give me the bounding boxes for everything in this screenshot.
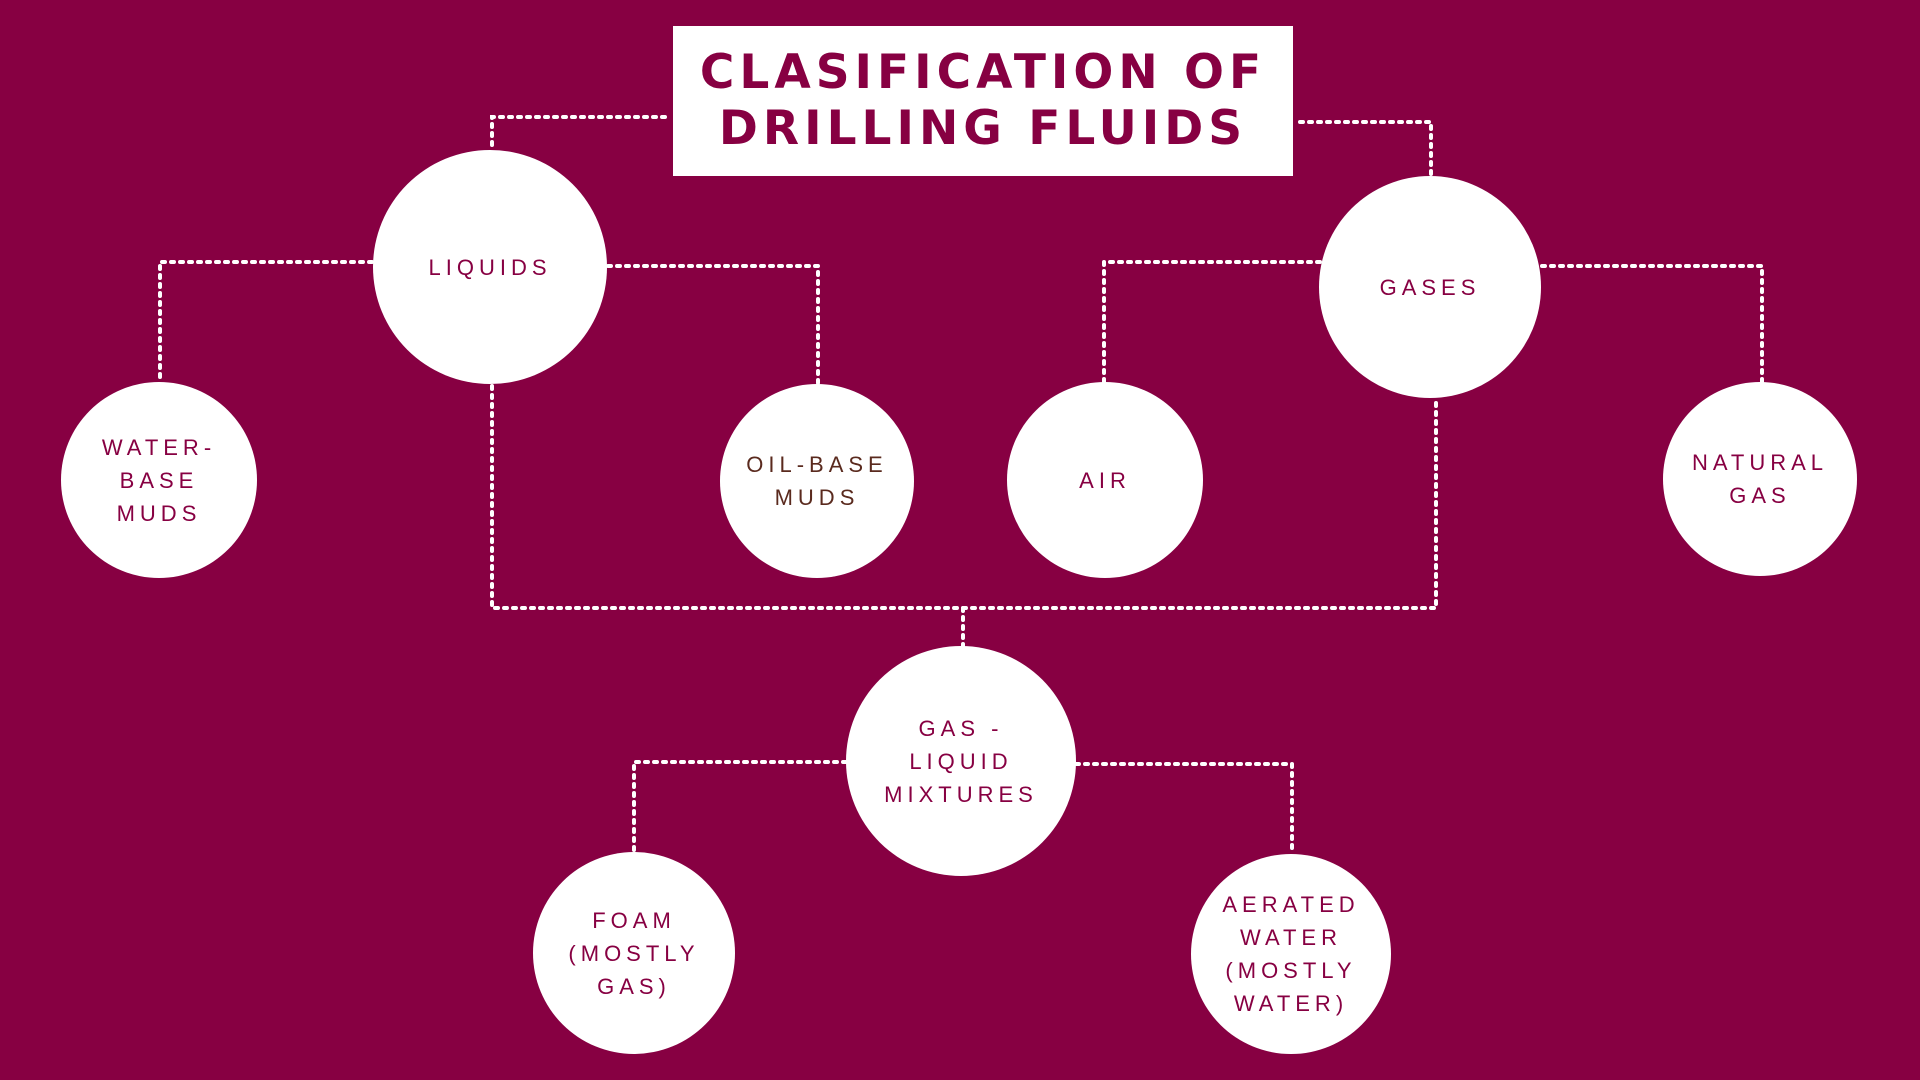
title-line-2: DRILLING FLUIDS bbox=[718, 101, 1248, 156]
connector-mixtures-aerated bbox=[1074, 762, 1294, 856]
node-water-base-muds-label: WATER- BASE MUDS bbox=[101, 434, 217, 526]
node-liquids: LIQUIDS bbox=[373, 150, 607, 384]
connector-mixtures-foam bbox=[632, 760, 848, 854]
node-air-label: AIR bbox=[1079, 467, 1131, 493]
connector-gases-natural-gas bbox=[1540, 264, 1764, 384]
node-natural-gas-label: NATURAL GAS bbox=[1691, 450, 1829, 508]
node-gases: GASES bbox=[1319, 176, 1541, 398]
connector-liquids-water-base bbox=[158, 260, 374, 384]
connector-liquids-oil-base bbox=[606, 264, 820, 386]
connector-title-liquids bbox=[490, 115, 667, 152]
node-air: AIR bbox=[1007, 382, 1203, 578]
node-oil-base-muds-label: OIL-BASE MUDS bbox=[746, 452, 888, 510]
node-oil-base-muds: OIL-BASE MUDS bbox=[720, 384, 914, 578]
node-gas-liquid-mixtures-label: GAS - LIQUID MIXTURES bbox=[884, 715, 1038, 807]
title-line-1: CLASIFICATION OF bbox=[699, 45, 1267, 100]
node-gas-liquid-mixtures: GAS - LIQUID MIXTURES bbox=[846, 646, 1076, 876]
node-foam-label: FOAM (MOSTLY GAS) bbox=[568, 907, 700, 999]
connector-liquids-mixtures bbox=[490, 384, 1438, 610]
node-aerated-water-label: AERATED WATER (MOSTLY WATER) bbox=[1222, 892, 1360, 1016]
title-box: CLASIFICATION OF DRILLING FLUIDS bbox=[673, 26, 1293, 176]
node-water-base-muds: WATER- BASE MUDS bbox=[61, 382, 257, 578]
node-gases-label: GASES bbox=[1379, 274, 1481, 300]
node-foam: FOAM (MOSTLY GAS) bbox=[533, 852, 735, 1054]
connector-title-gases bbox=[1298, 120, 1433, 178]
node-natural-gas: NATURAL GAS bbox=[1663, 382, 1857, 576]
node-aerated-water: AERATED WATER (MOSTLY WATER) bbox=[1191, 854, 1391, 1054]
connector-gases-air bbox=[1102, 260, 1322, 384]
node-liquids-label: LIQUIDS bbox=[428, 254, 552, 280]
